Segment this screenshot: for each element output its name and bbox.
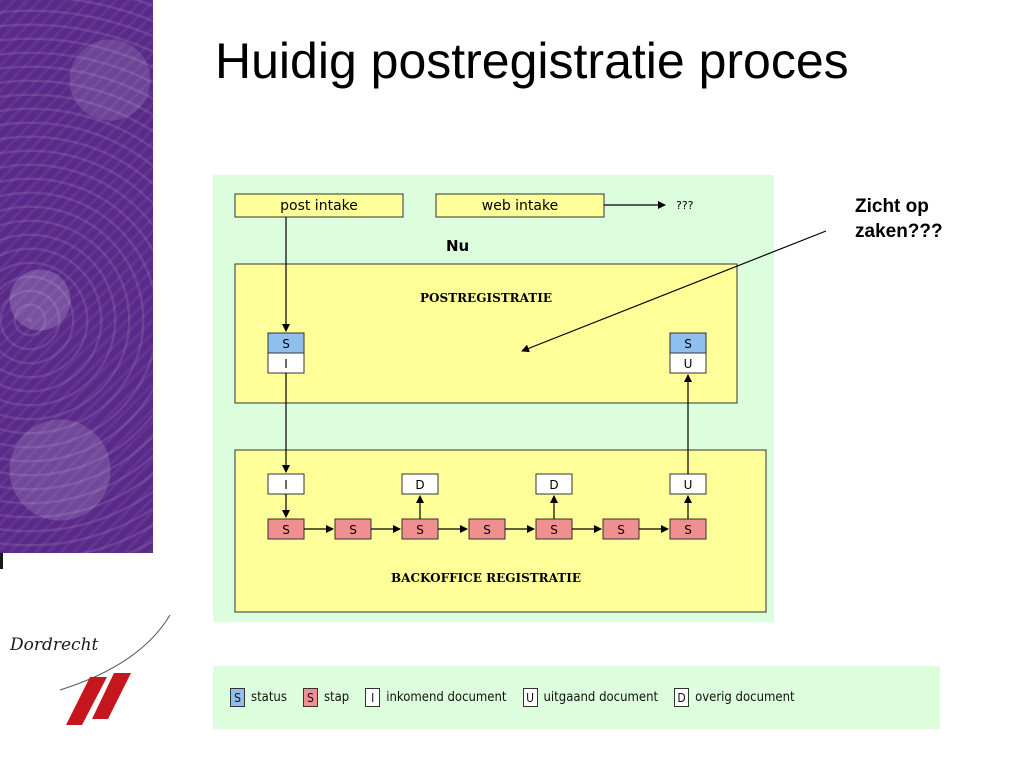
- logo-mark: [59, 615, 171, 725]
- svg-text:S: S: [282, 523, 290, 537]
- logo-text: Dordrecht: [10, 635, 99, 655]
- legend-label: uitgaand document: [543, 690, 659, 705]
- incoming-doc-marker-bottom: I: [267, 473, 305, 495]
- legend-item-incoming: I inkomend document: [365, 688, 507, 707]
- legend-item-stap: S stap: [302, 688, 350, 707]
- svg-text:S: S: [483, 523, 491, 537]
- legend-label: overig document: [695, 690, 795, 705]
- status-marker-right: S: [669, 332, 707, 354]
- legend-item-other: D overig document: [674, 688, 795, 707]
- outgoing-doc-marker-bottom: U: [669, 473, 707, 495]
- web-target-label: ???: [676, 199, 694, 212]
- svg-text:I: I: [284, 357, 288, 371]
- post-intake-box: post intake: [234, 193, 404, 218]
- postregistratie-title: POSTREGISTRATIE: [420, 291, 552, 305]
- step-marker: S: [535, 518, 573, 540]
- postregistratie-box: [234, 263, 738, 404]
- svg-text:S: S: [349, 523, 357, 537]
- backoffice-title: BACKOFFICE REGISTRATIE: [391, 571, 581, 585]
- svg-text:S: S: [684, 523, 692, 537]
- decorative-side-artwork: [0, 0, 153, 553]
- web-intake-box: web intake: [435, 193, 605, 218]
- now-label: Nu: [446, 237, 469, 255]
- outgoing-doc-marker-top: U: [669, 352, 707, 374]
- svg-text:S: S: [684, 337, 692, 351]
- legend-item-status: S status: [230, 688, 287, 707]
- status-marker-left: S: [267, 332, 305, 354]
- step-marker: S: [267, 518, 305, 540]
- dordrecht-logo: Dordrecht: [10, 615, 180, 735]
- callout-pointer-arrow: [521, 230, 827, 353]
- step-marker: S: [602, 518, 640, 540]
- svg-text:U: U: [684, 357, 693, 371]
- svg-text:S: S: [617, 523, 625, 537]
- post-intake-label: post intake: [280, 198, 358, 214]
- svg-text:D: D: [549, 478, 558, 492]
- incoming-doc-marker-top: I: [267, 352, 305, 374]
- svg-text:I: I: [284, 478, 288, 492]
- other-doc-marker: D: [401, 473, 439, 495]
- svg-text:S: S: [416, 523, 424, 537]
- step-marker: S: [401, 518, 439, 540]
- svg-text:U: U: [684, 478, 693, 492]
- step-marker: S: [468, 518, 506, 540]
- svg-text:S: S: [550, 523, 558, 537]
- svg-text:S: S: [282, 337, 290, 351]
- side-divider: [0, 553, 3, 569]
- slide-title: Huidig postregistratie proces: [215, 33, 849, 89]
- legend-swatch: D: [674, 688, 690, 707]
- other-doc-marker: D: [535, 473, 573, 495]
- legend-swatch: S: [230, 688, 245, 707]
- legend-swatch: I: [365, 688, 381, 707]
- legend-label: status: [251, 690, 287, 705]
- web-intake-label: web intake: [482, 198, 558, 214]
- step-marker: S: [334, 518, 372, 540]
- step-marker: S: [669, 518, 707, 540]
- legend-label: stap: [323, 690, 350, 705]
- legend: S status S stap I inkomend document U ui…: [213, 666, 940, 729]
- legend-swatch: S: [302, 688, 318, 707]
- legend-item-outgoing: U uitgaand document: [522, 688, 659, 707]
- legend-label: inkomend document: [386, 690, 507, 705]
- svg-text:D: D: [415, 478, 424, 492]
- legend-swatch: U: [522, 688, 538, 707]
